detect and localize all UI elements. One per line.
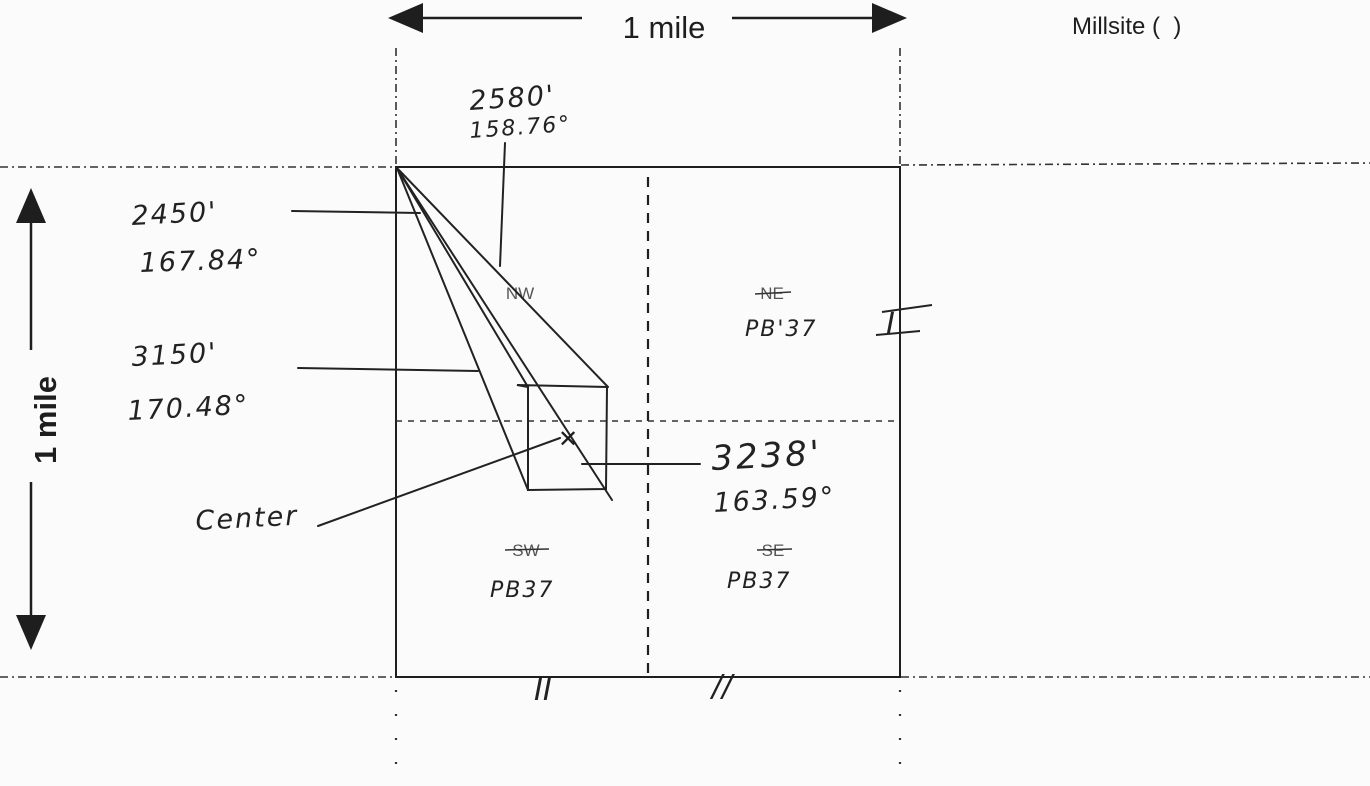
measurement-2450-distance: 2450' xyxy=(131,197,219,232)
quadrant-sw-label: SW xyxy=(512,541,539,560)
measurement-2580-distance: 2580' xyxy=(468,80,556,117)
quadrant-sw-strike xyxy=(504,548,550,551)
bearing-line-167 xyxy=(396,167,529,491)
measurement-3150-distance: 3150' xyxy=(131,338,219,373)
measurement-2580-bearing: 158.76° xyxy=(469,112,572,144)
bottom-right-mark: // xyxy=(709,669,735,704)
measurement-2450-bearing: 167.84° xyxy=(139,244,262,279)
quadrant-ne-handwritten: PB'37 xyxy=(745,317,817,342)
ne-roman-stroke-bottom xyxy=(875,330,921,336)
quadrant-ne-strike xyxy=(754,291,792,295)
leader-lines xyxy=(291,142,701,527)
measurement-3238-bearing: 163.59° xyxy=(713,482,836,519)
quadrant-se-strike xyxy=(756,548,793,551)
center-label: Center xyxy=(195,501,299,537)
bottom-left-mark: II xyxy=(534,673,552,708)
section-boundary xyxy=(395,166,901,678)
top-scale-label: 1 mile xyxy=(623,10,706,45)
bearing-line-158 xyxy=(396,167,609,388)
quadrant-se-handwritten: PB37 xyxy=(727,569,791,594)
claim-parcel-outline xyxy=(516,384,609,492)
bearing-line-163 xyxy=(396,167,529,388)
measurement-3238-distance: 3238' xyxy=(710,433,823,479)
bearing-lines xyxy=(396,167,613,501)
quadrant-se-label: SE xyxy=(762,541,785,560)
side-scale-label: 1 mile xyxy=(28,376,63,464)
survey-extension-lines xyxy=(0,48,1370,678)
quadrant-sw-handwritten: PB37 xyxy=(490,578,554,603)
measurement-3150-bearing: 170.48° xyxy=(127,390,250,427)
millsite-label: Millsite ( ) xyxy=(1072,13,1181,40)
center-mark: ✕ xyxy=(558,426,578,453)
quadrant-nw-label: NW xyxy=(506,284,534,303)
bearing-line-170 xyxy=(396,167,613,501)
dotted-lower-extension xyxy=(394,690,902,786)
ne-roman-stroke-top xyxy=(881,304,933,313)
ne-roman-mark: I xyxy=(886,307,895,342)
